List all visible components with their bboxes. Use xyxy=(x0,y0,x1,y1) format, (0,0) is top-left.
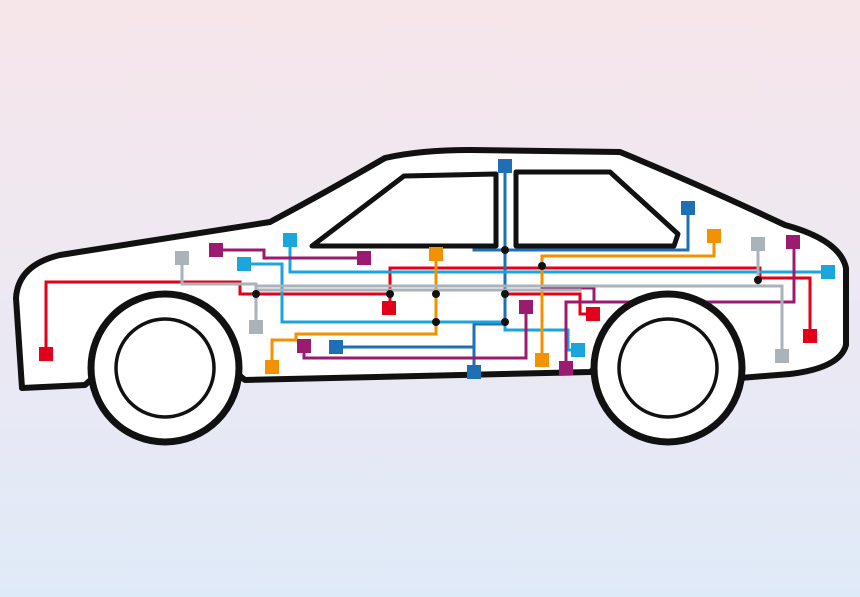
module-gray xyxy=(751,237,765,251)
module-cyan xyxy=(237,257,251,271)
junction-dot-icon xyxy=(432,318,440,326)
wire-blue xyxy=(503,206,690,252)
module-red xyxy=(382,301,396,315)
module-blue xyxy=(498,159,512,173)
wire-purple xyxy=(540,286,596,304)
module-red xyxy=(803,329,817,343)
module-purple xyxy=(519,300,533,314)
junction-dot-icon xyxy=(501,318,509,326)
module-blue xyxy=(681,201,695,215)
module-gray xyxy=(775,349,789,363)
wire-gray xyxy=(180,256,258,328)
module-gray xyxy=(175,251,189,265)
wire-purple xyxy=(214,248,366,260)
module-purple xyxy=(559,361,573,375)
module-purple xyxy=(209,243,223,257)
junctions xyxy=(252,246,762,326)
module-purple xyxy=(297,339,311,353)
junction-dot-icon xyxy=(538,262,546,270)
module-orange xyxy=(429,247,443,261)
wire-gray xyxy=(756,284,784,358)
modules xyxy=(39,159,835,379)
junction-dot-icon xyxy=(501,246,509,254)
module-purple xyxy=(357,251,371,265)
module-red xyxy=(39,347,53,361)
module-cyan xyxy=(821,265,835,279)
module-orange xyxy=(707,229,721,243)
wire-cyan xyxy=(288,238,830,274)
junction-dot-icon xyxy=(754,276,762,284)
wire-cyan xyxy=(242,262,507,324)
module-blue xyxy=(467,365,481,379)
module-orange xyxy=(535,353,549,367)
junction-dot-icon xyxy=(386,290,394,298)
module-cyan xyxy=(571,343,585,357)
module-cyan xyxy=(283,233,297,247)
wire-red xyxy=(44,280,264,356)
junction-dot-icon xyxy=(252,290,260,298)
module-orange xyxy=(265,360,279,374)
module-gray xyxy=(249,320,263,334)
junction-dot-icon xyxy=(501,290,509,298)
rear-wheel xyxy=(87,290,243,446)
module-red xyxy=(586,307,600,321)
module-purple xyxy=(786,235,800,249)
module-blue xyxy=(329,340,343,354)
front-side-window xyxy=(513,169,681,249)
junction-dot-icon xyxy=(432,290,440,298)
rear-side-window xyxy=(309,171,499,249)
wire-orange xyxy=(540,234,716,362)
front-wheel xyxy=(590,290,746,446)
